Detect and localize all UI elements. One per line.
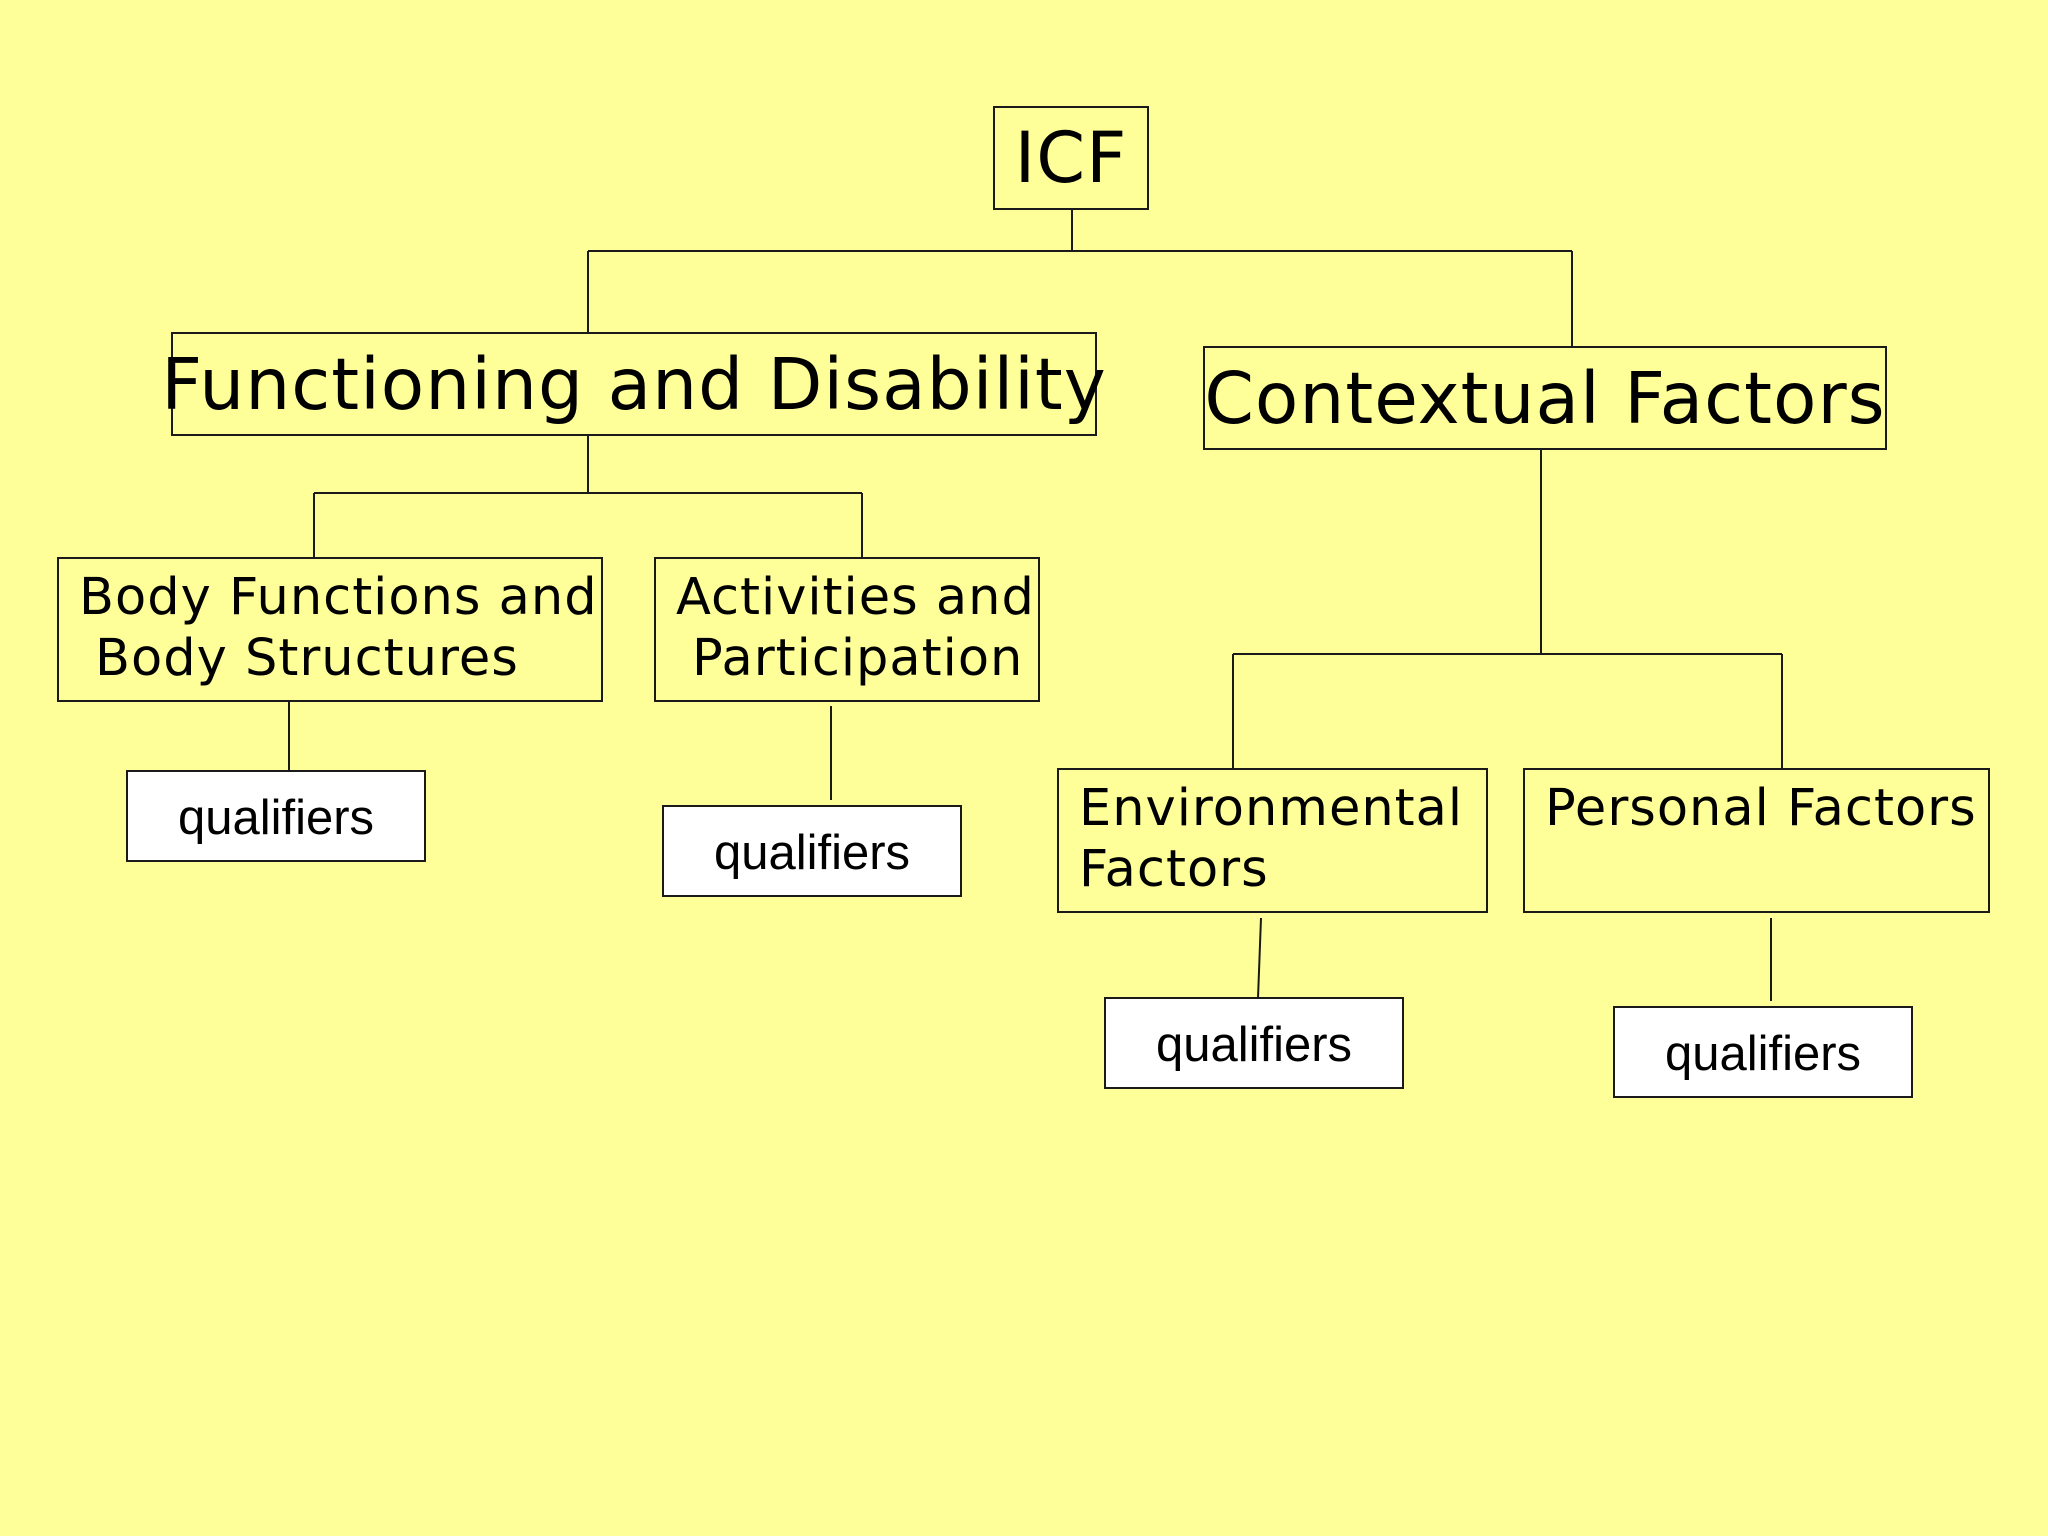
qualifiers-label: qualifiers	[1664, 1026, 1862, 1081]
environmental-factors-node: Environmental Factors	[1057, 768, 1488, 913]
qualifiers-label: qualifiers	[177, 790, 375, 845]
icf-root-label: ICF	[1014, 117, 1128, 199]
qualifiers-label: qualifiers	[1155, 1017, 1353, 1072]
body-functions-label-line1: Body Functions and	[79, 568, 598, 627]
qualifiers-box-body-functions: qualifiers	[126, 770, 426, 862]
functioning-and-disability-node: Functioning and Disability	[161, 332, 1106, 436]
personal-factors-node: Personal Factors	[1523, 768, 1990, 913]
environmental-label-line2: Factors	[1079, 840, 1269, 899]
activities-participation-node: Activities and Participation	[654, 557, 1040, 702]
activities-label-line1: Activities and	[676, 568, 1035, 627]
qualifiers-box-environmental: qualifiers	[1104, 997, 1404, 1089]
icf-root-node: ICF	[993, 106, 1149, 210]
body-functions-node: Body Functions and Body Structures	[57, 557, 603, 702]
qualifiers-box-activities: qualifiers	[662, 805, 962, 897]
qualifiers-box-personal: qualifiers	[1613, 1006, 1913, 1098]
qualifiers-label: qualifiers	[713, 825, 911, 880]
contextual-factors-node: Contextual Factors	[1203, 346, 1887, 450]
contextual-factors-label: Contextual Factors	[1204, 356, 1886, 440]
connector-environmental-qualifier	[1257, 917, 1262, 999]
environmental-label-line1: Environmental	[1079, 779, 1464, 838]
functioning-and-disability-label: Functioning and Disability	[161, 342, 1107, 426]
personal-factors-label: Personal Factors	[1545, 779, 1977, 838]
body-functions-label-line2: Body Structures	[95, 629, 519, 688]
activities-label-line2: Participation	[692, 629, 1024, 688]
